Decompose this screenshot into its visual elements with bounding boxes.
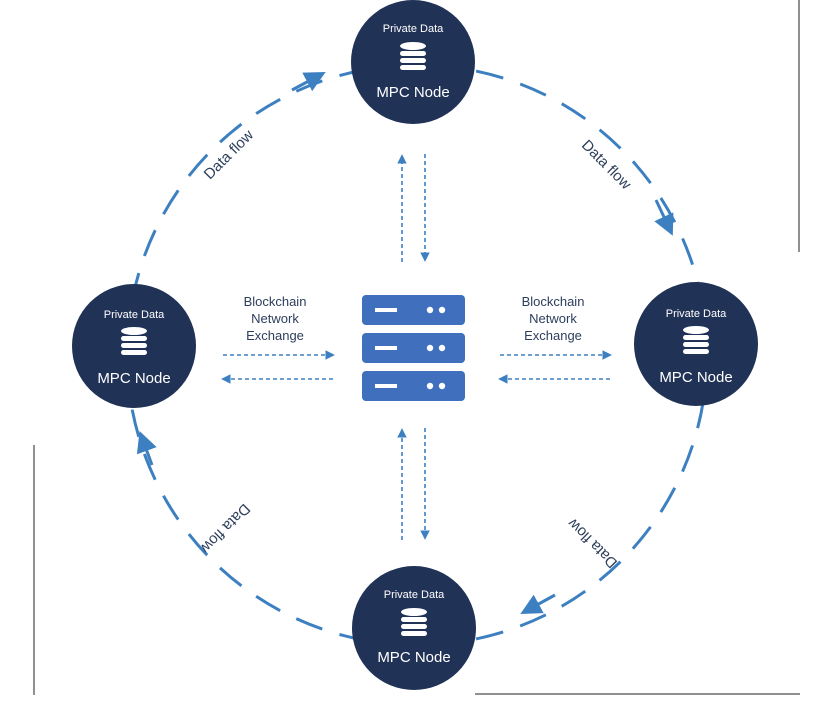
exchange-label-right: Blockchain Network Exchange: [522, 294, 585, 343]
node-left-private-data-label: Private Data: [104, 309, 165, 321]
mpc-node-bottom: Private Data MPC Node: [352, 566, 476, 690]
flow-arrow-bottom-right: [520, 593, 556, 615]
data-flow-label-bottom-right: Data flow: [565, 515, 621, 571]
exchange-label-left: Blockchain Network Exchange: [244, 294, 307, 343]
flow-arrow-top-right: [654, 199, 674, 236]
node-right-title: MPC Node: [659, 369, 732, 386]
node-top-title: MPC Node: [376, 84, 449, 101]
node-right-private-data-label: Private Data: [666, 308, 727, 320]
node-bottom-private-data-label: Private Data: [384, 589, 445, 601]
node-left-title: MPC Node: [97, 370, 170, 387]
exchange-label-left-line3: Exchange: [246, 328, 304, 343]
database-icon: [400, 42, 426, 70]
mpc-node-left: Private Data MPC Node: [72, 284, 196, 408]
node-top-private-data-label: Private Data: [383, 23, 444, 35]
exchange-label-left-line2: Network: [251, 311, 299, 326]
mpc-node-right: Private Data MPC Node: [634, 282, 758, 406]
flow-arrow-bottom-left: [136, 431, 157, 466]
database-icon: [121, 327, 147, 355]
data-flow-label-bottom-left: Data flow: [197, 500, 253, 556]
flow-arrow-top-left: [291, 72, 326, 92]
database-icon: [683, 326, 709, 354]
exchange-label-right-line2: Network: [529, 311, 577, 326]
mpc-node-top: Private Data MPC Node: [351, 0, 475, 124]
exchange-label-right-line1: Blockchain: [522, 294, 585, 309]
exchange-label-right-line3: Exchange: [524, 328, 582, 343]
exchange-label-left-line1: Blockchain: [244, 294, 307, 309]
database-icon: [401, 608, 427, 636]
server-icon: [362, 295, 465, 401]
data-flow-label-top-right: Data flow: [578, 137, 634, 193]
node-bottom-title: MPC Node: [377, 649, 450, 666]
